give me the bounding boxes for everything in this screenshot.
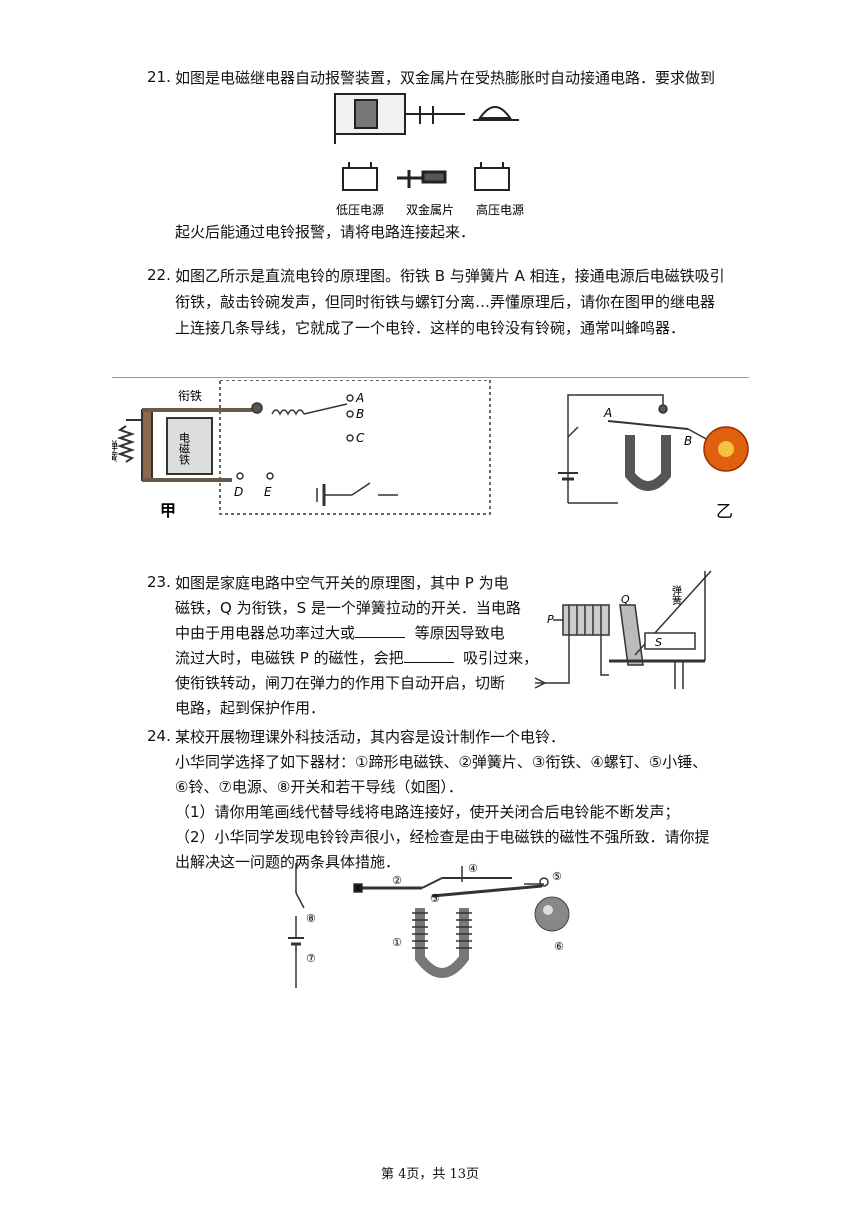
q24-line-1: 某校开展物理课外科技活动，其内容是设计制作一个电铃． bbox=[175, 728, 566, 746]
q21-bimetal bbox=[397, 170, 447, 188]
q24-label-1: ① bbox=[392, 936, 402, 949]
q24-label-8: ⑧ bbox=[306, 912, 316, 925]
q22-yi-circuit bbox=[558, 394, 711, 504]
q23-line-3-text: 中由于用电器总功率过大或 bbox=[175, 624, 356, 642]
q21-bell bbox=[473, 106, 519, 121]
q24-bell-figure: ⑧ ⑦ ① ② ③ ④ ⑤ ⑥ bbox=[288, 862, 570, 988]
q24-bell bbox=[534, 896, 570, 932]
q23-line-4-text: 流过大时，电磁铁 P 的磁性，会把 bbox=[175, 649, 404, 667]
q24-label-4: ④ bbox=[468, 862, 478, 875]
q22-jia-label-C: C bbox=[356, 431, 365, 445]
q24-label-7: ⑦ bbox=[306, 952, 316, 965]
q22-jia-label-armature: 衔铁 bbox=[178, 389, 202, 403]
q23-line-3-tail: 等原因导致电 bbox=[414, 624, 505, 642]
q24-label-5: ⑤ bbox=[552, 870, 562, 883]
q21-label-high-power: 高压电源 bbox=[476, 202, 524, 217]
q23-line-2: 磁铁，Q 为衔铁，S 是一个弹簧拉动的开关．当电路 bbox=[175, 599, 521, 617]
q24-electromagnet bbox=[353, 866, 549, 978]
q22-jia-label-electromagnet: 电磁铁 bbox=[178, 432, 191, 465]
q22-line-1: 如图乙所示是直流电铃的原理图。衔铁 B 与弹簧片 A 相连，接通电源后电磁铁吸引 bbox=[175, 267, 725, 285]
q21-number: 21. bbox=[147, 68, 171, 86]
q24-label-6: ⑥ bbox=[554, 940, 564, 953]
q23-label-Q: Q bbox=[621, 593, 630, 606]
q22-jia-caption: 甲 bbox=[160, 501, 176, 520]
q23-line-4-tail: 吸引过来， bbox=[463, 649, 539, 667]
q22-divider bbox=[112, 377, 749, 378]
q24-line-6: 出解决这一问题的两条具体措施． bbox=[175, 853, 401, 871]
q22-yi-label-A: A bbox=[603, 406, 612, 420]
q24-bell-highlight bbox=[543, 905, 553, 915]
q22-figure-jia: 衔铁 弹簧 电磁铁 A B C D E 甲 bbox=[112, 380, 491, 520]
q23-circuit bbox=[534, 570, 712, 689]
q21-label-bimetal: 双金属片 bbox=[406, 202, 454, 217]
q22-jia-label-D: D bbox=[234, 485, 243, 499]
q23-line-6: 电路，起到保护作用． bbox=[175, 699, 326, 717]
q21-high-power-box bbox=[474, 162, 510, 191]
q23-label-S: S bbox=[655, 636, 662, 649]
q21-alarm-figure: 低压电源 双金属片 高压电源 bbox=[334, 93, 524, 217]
q22-dashed-box bbox=[219, 380, 491, 515]
q22-figure-yi: A B 乙 bbox=[558, 394, 749, 520]
q24-line-4: （1）请你用笔画线代替导线将电路连接好，使开关闭合后电铃能不断发声； bbox=[175, 803, 680, 821]
q24-line-5: （2）小华同学发现电铃铃声很小，经检查是由于电磁铁的磁性不强所致．请你提 bbox=[175, 828, 710, 846]
q23-breaker-figure: P Q S 弹簧 bbox=[534, 570, 712, 689]
q21-relay bbox=[334, 93, 465, 144]
q24-label-2: ② bbox=[392, 874, 402, 887]
page-footer: 第 4页，共 13页 bbox=[380, 1167, 480, 1182]
q22-jia-label-spring: 弹簧 bbox=[112, 439, 119, 462]
q21-low-power-box bbox=[342, 162, 378, 191]
q22-jia-label-A: A bbox=[355, 391, 364, 405]
q21-label-low-power: 低压电源 bbox=[336, 203, 384, 217]
q22-number: 22. bbox=[147, 266, 171, 284]
q22-line-2: 衔铁，敲击铃碗发声，但同时衔铁与螺钉分离…弄懂原理后，请你在图甲的继电器 bbox=[175, 293, 716, 311]
q22-relay-body bbox=[116, 408, 252, 482]
q22-jia-label-B: B bbox=[356, 407, 364, 421]
q22-yi-caption: 乙 bbox=[716, 502, 733, 520]
q23-number: 23. bbox=[147, 573, 171, 591]
q22-yi-bell-center bbox=[718, 441, 734, 457]
q24-line-2: 小华同学选择了如下器材：①蹄形电磁铁、②弹簧片、③衔铁、④螺钉、⑤小锤、 bbox=[175, 753, 708, 771]
q22-contacts bbox=[236, 394, 398, 506]
q23-label-spring: 弹簧 bbox=[670, 584, 682, 606]
q23-blank-2[interactable] bbox=[403, 648, 454, 663]
q24-line-3: ⑥铃、⑦电源、⑧开关和若干导线（如图）． bbox=[175, 778, 463, 796]
q23-line-5: 使衔铁转动，闸刀在弹力的作用下自动开启，切断 bbox=[175, 674, 506, 692]
q24-label-3: ③ bbox=[430, 892, 440, 905]
q23-line-4: 流过大时，电磁铁 P 的磁性，会把 吸引过来， bbox=[175, 648, 538, 668]
q24-switch-battery bbox=[288, 863, 305, 988]
q23-label-P: P bbox=[547, 613, 554, 626]
q23-blank-1[interactable] bbox=[355, 623, 406, 638]
q24-number: 24. bbox=[147, 727, 171, 745]
q22-jia-label-E: E bbox=[264, 485, 272, 499]
q21-line-2: 起火后能通过电铃报警，请将电路连接起来． bbox=[175, 223, 476, 241]
q23-line-1: 如图是家庭电路中空气开关的原理图，其中 P 为电 bbox=[175, 574, 509, 592]
q22-line-3: 上连接几条导线，它就成了一个电铃．这样的电铃没有铃碗，通常叫蜂鸣器． bbox=[175, 319, 686, 337]
q21-line-1: 如图是电磁继电器自动报警装置，双金属片在受热膨胀时自动接通电路．要求做到 bbox=[175, 69, 716, 87]
q22-yi-label-B: B bbox=[684, 434, 692, 448]
q23-line-3: 中由于用电器总功率过大或 等原因导致电 bbox=[175, 623, 505, 643]
